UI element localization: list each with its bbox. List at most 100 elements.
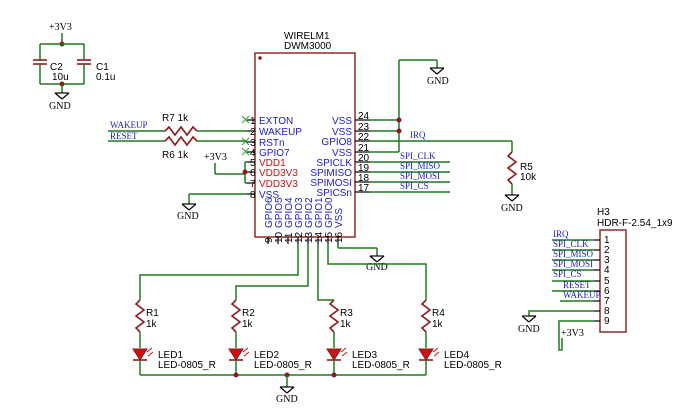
decoupling-caps: +3V3 C2 10u C1 0.1u GND (33, 22, 115, 112)
header-part: HDR-F-2.54_1x9 (597, 218, 673, 229)
pin-name-spicsn: SPICSn (316, 188, 352, 199)
led3-symbol (326, 347, 348, 361)
r2-resistor (230, 299, 242, 333)
pin-name-rstn: RSTn (259, 138, 285, 149)
gnd-label-r5: GND (501, 203, 523, 214)
pin-num-16: 16 (334, 231, 345, 243)
pin-num-9: 9 (264, 237, 275, 243)
gnd-label-left: GND (177, 211, 199, 222)
pin-name-wakeup: WAKEUP (259, 127, 302, 138)
bottom-vss-gnd: GND (337, 244, 388, 273)
header-pin-1: 1 (604, 235, 610, 246)
led2-ref: LED2 (254, 350, 279, 361)
ic-bottom-pins: GPIO6 GPIO5 GPIO4 GPIO3 GPIO2 GPIO1 GPIO… (264, 197, 345, 244)
pin-name-gpio4: GPIO4 (284, 197, 295, 228)
header-net-spi-cs: SPI_CS (553, 269, 582, 279)
ic-body (254, 52, 356, 238)
pin-name-vss-21: VSS (332, 148, 352, 159)
net-label-spi-clk: SPI_CLK (400, 151, 436, 161)
ic-ref: WIRELM1 (284, 31, 330, 42)
header-ref: H3 (597, 207, 610, 218)
right-connections: GND IRQ R5 10k GND SPI_CLK SPI_MISO SPI_… (370, 59, 537, 214)
pin-num-13: 13 (304, 231, 315, 243)
cap-gnd-label: GND (49, 101, 71, 112)
ic-part: DWM3000 (284, 41, 332, 52)
header-pin-8: 8 (604, 306, 610, 317)
pin-name-spimosi: SPIMOSI (310, 178, 352, 189)
pin-name-vss-24: VSS (332, 116, 352, 127)
pin-name-gpio5: GPIO5 (274, 197, 285, 228)
pin-name-vdd3v3-a: VDD3V3 (259, 168, 298, 179)
r7-resistor (164, 125, 198, 137)
r3-ref: R3 (340, 308, 353, 319)
pin-name-gpio6: GPIO6 (264, 197, 275, 228)
header-net-irq: IRQ (553, 229, 569, 239)
c2-value: 10u (52, 72, 69, 83)
ic-right-pins: VSS VSS GPIO8 VSS SPICLK SPIMISO SPIMOSI… (310, 111, 370, 199)
pin-num-24: 24 (358, 111, 370, 122)
r3-resistor (328, 299, 340, 333)
header-net-reset: RESET (563, 280, 591, 290)
gnd-label-header: GND (518, 324, 540, 335)
pin-num-23: 23 (358, 122, 370, 133)
pin-name-vdd1: VDD1 (259, 158, 286, 169)
led3-part: LED-0805_R (352, 360, 410, 371)
ic-wirelm1: WIRELM1 DWM3000 1 2 3 4 5 6 7 8 EXTON WA… (241, 31, 370, 244)
led4-part: LED-0805_R (444, 360, 502, 371)
header-pin-6: 6 (604, 286, 610, 297)
pin-num-14: 14 (314, 231, 325, 243)
c2-ref: C2 (50, 62, 63, 73)
led2-part: LED-0805_R (254, 360, 312, 371)
header-pin-9: 9 (604, 316, 610, 327)
header-net-spi-clk: SPI_CLK (553, 239, 589, 249)
c1-value: 0.1u (96, 72, 115, 83)
pin-name-vss-left: VSS (259, 190, 279, 201)
vdd-power-label: +3V3 (204, 152, 227, 163)
net-label-spi-miso: SPI_MISO (400, 161, 441, 171)
pin-name-gpio7: GPIO7 (259, 148, 290, 159)
net-label-spi-cs: SPI_CS (400, 181, 429, 191)
pin-num-10: 10 (274, 231, 285, 243)
pin-name-gpio2: GPIO2 (304, 197, 315, 228)
r7-label: R7 1k (162, 113, 189, 124)
header-pin-4: 4 (604, 265, 610, 276)
pin-name-gpio1: GPIO1 (314, 197, 325, 228)
r5-ref: R5 (520, 162, 533, 173)
r4-ref: R4 (432, 308, 445, 319)
header-pin-7: 7 (604, 296, 610, 307)
cap-power-label: +3V3 (49, 22, 72, 33)
led4-symbol (418, 347, 440, 361)
pin-num-20: 20 (358, 153, 370, 164)
led2-symbol (228, 347, 250, 361)
led3-ref: LED3 (352, 350, 377, 361)
pin-num-4: 4 (250, 148, 256, 159)
header-h3: H3 HDR-F-2.54_1x9 1 2 3 4 5 6 7 8 9 (518, 207, 673, 351)
left-connections: WAKEUP RESET R7 1k R6 1k +3V3 GND (108, 113, 248, 222)
pin-name-spiclk: SPICLK (316, 158, 352, 169)
r6-resistor (164, 135, 198, 147)
pin-num-11: 11 (284, 232, 295, 243)
pin-num-3: 3 (250, 138, 256, 149)
header-power-label: +3V3 (561, 328, 584, 339)
net-label-wakeup: WAKEUP (110, 120, 148, 130)
gnd-label-led: GND (276, 394, 298, 405)
net-label-spi-mosi: SPI_MOSI (400, 171, 440, 181)
r1-resistor (134, 299, 146, 333)
header-pin-2: 2 (604, 245, 610, 256)
pin-num-7: 7 (250, 179, 256, 190)
header-net-wakeup: WAKEUP (563, 290, 601, 300)
pin-name-spimiso: SPIMISO (310, 168, 352, 179)
r6-label: R6 1k (162, 150, 189, 161)
pin-num-15: 15 (324, 231, 335, 243)
led1-symbol (132, 347, 154, 361)
pin-num-21: 21 (358, 143, 370, 154)
no-connect-marks (241, 115, 250, 156)
header-net-spi-miso: SPI_MISO (553, 249, 594, 259)
header-pin-3: 3 (604, 255, 610, 266)
pin-num-12: 12 (294, 231, 305, 243)
net-label-reset: RESET (110, 131, 138, 141)
pin-num-2: 2 (250, 127, 256, 138)
gnd-label-bottom-ic: GND (366, 262, 388, 273)
